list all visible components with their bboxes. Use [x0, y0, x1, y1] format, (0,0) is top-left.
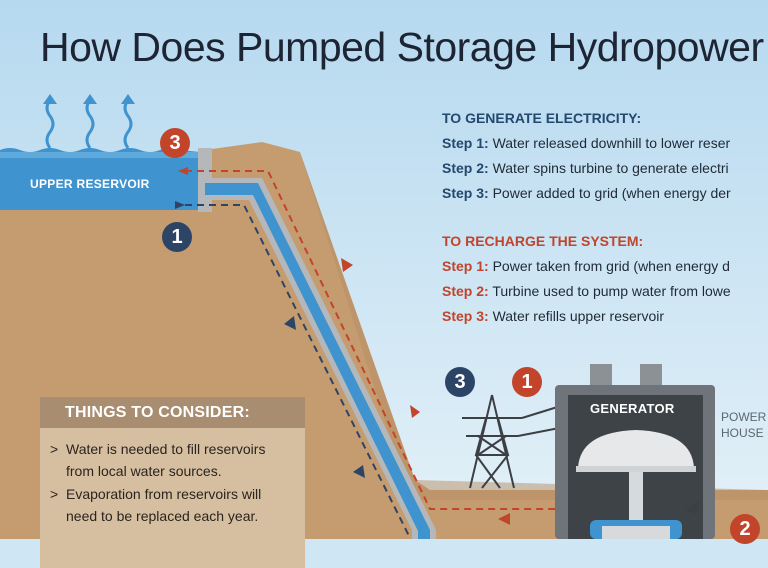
arrow-generate-top-icon	[175, 201, 185, 209]
upper-reservoir-label: UPPER RESERVOIR	[30, 177, 150, 191]
arrow-generate-low-icon	[353, 465, 365, 478]
arrow-recharge-low-icon	[410, 405, 420, 418]
recharge-heading: TO RECHARGE THE SYSTEM:	[442, 233, 644, 249]
penstock-water	[205, 183, 430, 539]
turbine-arrow-icon	[685, 500, 700, 514]
evaporation-arrow-icon	[45, 99, 133, 149]
step-badge-top-blue: 1	[162, 222, 192, 252]
step-text: Turbine used to pump water from lowe	[492, 283, 731, 299]
page-title: How Does Pumped Storage Hydropower	[40, 24, 764, 70]
step-label: Step 2:	[442, 283, 489, 299]
step-text: Water spins turbine to generate electri	[492, 160, 729, 176]
consider-item: Water is needed to fill reservoirs from …	[50, 438, 295, 482]
evaporation-arrowhead-icon	[121, 94, 135, 104]
generate-flow-path	[185, 204, 410, 537]
step-label: Step 1:	[442, 135, 489, 151]
reservoir-surface	[0, 152, 200, 158]
step-text: Water refills upper reservoir	[492, 308, 664, 324]
evaporation-arrowhead-icon	[83, 94, 97, 104]
consider-item: Evaporation from reservoirs will need to…	[50, 483, 295, 527]
step-label: Step 1:	[442, 258, 489, 274]
generate-step: Step 1: Water released downhill to lower…	[442, 135, 731, 151]
powerhouse-label: POWER HOUSE	[721, 409, 766, 441]
generate-step: Step 3: Power added to grid (when energy…	[442, 185, 731, 201]
evaporation-arrowhead-icon	[43, 94, 57, 104]
recharge-steps: TO RECHARGE THE SYSTEM: Step 1: Power ta…	[442, 233, 731, 333]
step-text: Power taken from grid (when energy d	[492, 258, 730, 274]
generator-base	[576, 466, 696, 472]
step-badge-bottom-red: 2	[730, 514, 760, 544]
recharge-step: Step 3: Water refills upper reservoir	[442, 308, 731, 324]
consider-item-line: from local water sources.	[66, 463, 222, 479]
step-label: Step 3:	[442, 185, 489, 201]
turbine-shaft	[629, 472, 643, 526]
step-label: Step 3:	[442, 308, 489, 324]
arrow-recharge-bottom-icon	[498, 513, 510, 525]
consider-body: Water is needed to fill reservoirs from …	[40, 428, 305, 568]
upper-reservoir-water	[0, 148, 200, 210]
step-badge-tower-blue: 3	[445, 367, 475, 397]
powerhouse-vent-left	[590, 364, 612, 390]
generate-step: Step 2: Water spins turbine to generate …	[442, 160, 731, 176]
generate-steps: TO GENERATE ELECTRICITY: Step 1: Water r…	[442, 110, 731, 210]
generator-label: GENERATOR	[590, 401, 675, 416]
consider-item-line: Evaporation from reservoirs will	[66, 486, 262, 502]
consider-heading: THINGS TO CONSIDER:	[40, 397, 305, 428]
arrow-generate-mid-icon	[284, 316, 296, 330]
recharge-step: Step 2: Turbine used to pump water from …	[442, 283, 731, 299]
things-to-consider-panel: THINGS TO CONSIDER: Water is needed to f…	[40, 397, 305, 568]
turbine-runner	[602, 526, 670, 539]
powerhouse-vent-right	[640, 364, 662, 390]
step-badge-top-red: 3	[160, 128, 190, 158]
step-badge-tower-red: 1	[512, 367, 542, 397]
transmission-tower-icon	[462, 394, 581, 489]
arrow-recharge-top-icon	[178, 167, 188, 175]
powerhouse-label-line2: HOUSE	[721, 426, 764, 440]
consider-item-line: Water is needed to fill reservoirs	[66, 441, 266, 457]
consider-item-line: need to be replaced each year.	[66, 508, 259, 524]
step-text: Water released downhill to lower reser	[492, 135, 731, 151]
powerhouse-label-line1: POWER	[721, 410, 767, 424]
generate-heading: TO GENERATE ELECTRICITY:	[442, 110, 642, 126]
step-text: Power added to grid (when energy der	[492, 185, 731, 201]
step-label: Step 2:	[442, 160, 489, 176]
generator-dome	[578, 430, 694, 468]
arrow-recharge-mid-icon	[341, 258, 353, 272]
recharge-step: Step 1: Power taken from grid (when ener…	[442, 258, 731, 274]
infographic: How Does Pumped Storage Hydropower TO GE…	[0, 0, 768, 539]
